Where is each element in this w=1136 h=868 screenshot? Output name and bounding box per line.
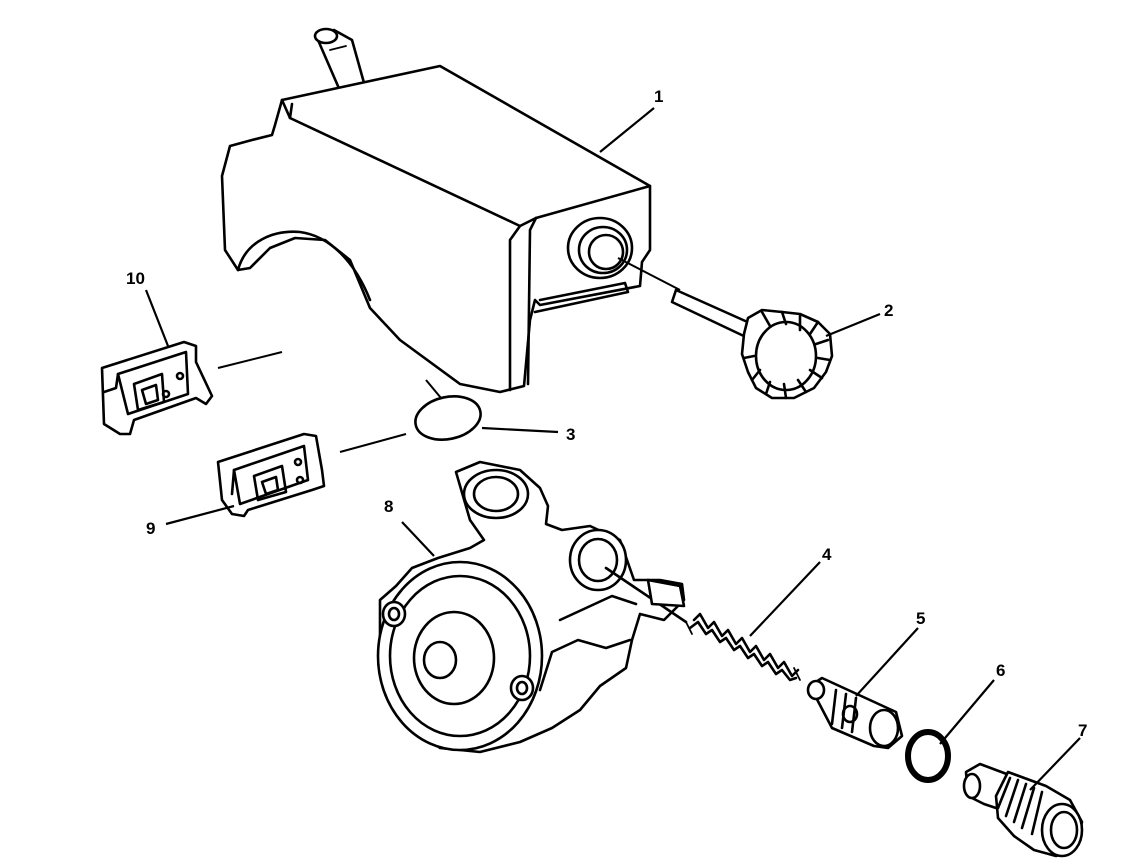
callout-3: 3 bbox=[566, 425, 575, 444]
callout-6: 6 bbox=[996, 661, 1005, 680]
reservoir-part bbox=[220, 27, 652, 394]
o-ring-part bbox=[414, 379, 482, 441]
upper-clip-part bbox=[100, 340, 214, 436]
leader-4 bbox=[749, 561, 821, 637]
callout-labels: 1 2 3 4 5 6 7 8 9 10 bbox=[126, 87, 1087, 740]
small-o-ring-part bbox=[905, 729, 951, 783]
leader-9 bbox=[165, 504, 235, 526]
lower-clip-part bbox=[216, 432, 326, 518]
callout-7: 7 bbox=[1078, 721, 1087, 740]
leader-1 bbox=[599, 107, 655, 153]
leader-7 bbox=[1029, 737, 1081, 791]
callout-8: 8 bbox=[384, 497, 393, 516]
pump-body-part bbox=[376, 460, 688, 754]
leader-10 bbox=[144, 289, 170, 347]
callout-10: 10 bbox=[126, 269, 145, 288]
fitting-part bbox=[962, 762, 1084, 858]
callout-2: 2 bbox=[884, 301, 893, 320]
valve-part bbox=[806, 676, 904, 750]
leader-3 bbox=[481, 426, 559, 434]
callout-9: 9 bbox=[146, 519, 155, 538]
clip9-alignment-line bbox=[339, 433, 407, 453]
clip10-alignment-line bbox=[217, 351, 283, 369]
leader-6 bbox=[939, 679, 995, 745]
dipstick-cap-part bbox=[617, 257, 834, 400]
callout-4: 4 bbox=[822, 545, 832, 564]
leader-5 bbox=[855, 627, 919, 697]
callout-1: 1 bbox=[654, 87, 663, 106]
spring-part bbox=[685, 612, 801, 682]
leader-2 bbox=[825, 312, 881, 338]
leader-8 bbox=[401, 521, 435, 557]
leader-lines bbox=[144, 107, 1081, 791]
callout-5: 5 bbox=[916, 609, 925, 628]
